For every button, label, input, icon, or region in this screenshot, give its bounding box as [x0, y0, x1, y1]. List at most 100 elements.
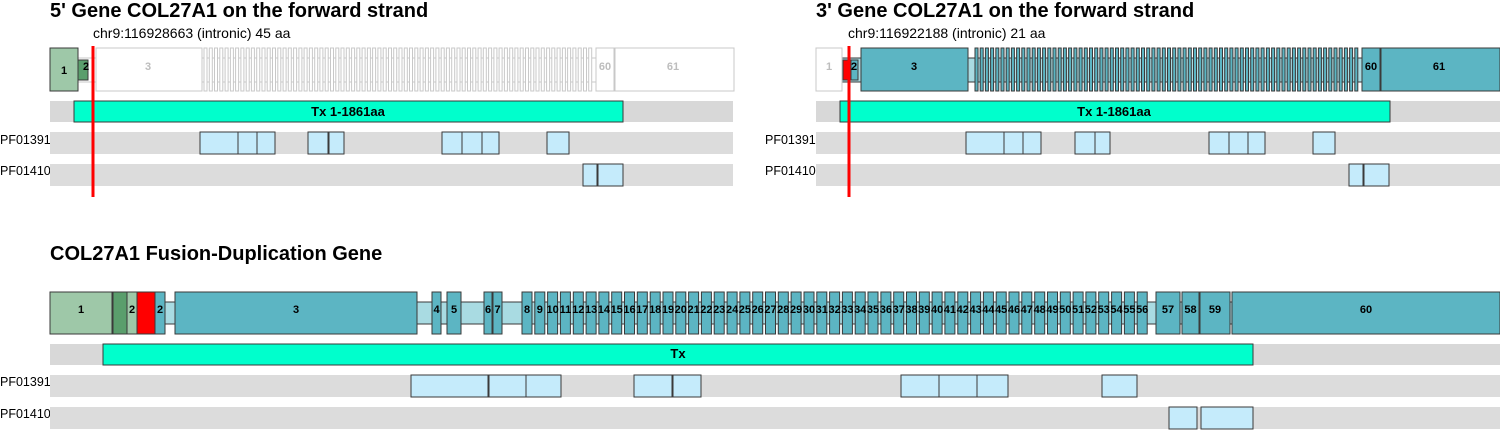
fusion-exon-7-label: 5: [451, 304, 457, 316]
fusion-small-exon-1: [534, 291, 546, 335]
fusion-small-exon-37-label: 45: [995, 304, 1007, 316]
three-prime-small-exon-32: [1141, 47, 1145, 92]
three-prime-domain-track-2: [816, 164, 1500, 186]
three-prime-small-exon-42: [1193, 47, 1197, 92]
fusion-small-exon-44: [1085, 291, 1097, 335]
five-prime-exon-1-label: 1: [61, 65, 67, 77]
three-prime-small-exon-47: [1219, 47, 1223, 92]
three-prime-small-exon-1: [979, 47, 984, 92]
fusion-small-exon-42: [1059, 291, 1071, 335]
fusion-small-exon-28: [880, 291, 892, 335]
five-prime-small-exon-73: [588, 47, 593, 92]
three-prime-small-exon-26: [1109, 47, 1114, 92]
fusion-small-exon-0: [521, 291, 533, 335]
fusion-small-exon-32: [931, 291, 943, 335]
five-prime-exon-60: [595, 47, 615, 92]
five-prime-small-exon-68: [561, 47, 566, 92]
fusion-small-exon-33: [944, 291, 956, 335]
five-prime-transcript-label: Tx 1-1861aa: [311, 104, 385, 119]
fusion-small-exon-43-label: 51: [1072, 304, 1084, 316]
five-prime-small-exon-6: [235, 47, 240, 92]
fusion-small-exon-2-label: 10: [546, 304, 558, 316]
five-prime-small-exon-10: [256, 47, 261, 92]
three-prime-small-exon-50: [1234, 47, 1239, 92]
five-prime-exon-2: [77, 59, 89, 81]
five-prime-small-exon-8: [245, 47, 250, 92]
three-prime-small-exon-72: [1349, 47, 1354, 92]
five-prime-small-exon-60: [519, 47, 524, 92]
three-prime-exon-1-label: 1: [826, 61, 832, 73]
five-prime-small-exon-19: [303, 47, 308, 92]
fusion-small-exon-0-label: 8: [524, 304, 530, 316]
fusion-small-exon-19-label: 27: [764, 304, 776, 316]
fusion-small-exon-48-label: 56: [1136, 304, 1148, 316]
five-prime-small-exon-46: [445, 47, 450, 92]
three-prime-pf01391-0: [965, 131, 1005, 155]
fusion-pf01391-3: [633, 374, 673, 398]
fusion-small-exon-20: [777, 291, 789, 335]
three-prime-small-exon-35: [1156, 47, 1161, 92]
three-prime-small-exon-59: [1281, 47, 1286, 92]
three-prime-exon-3-label: 3: [911, 61, 917, 73]
three-prime-small-exon-27: [1115, 47, 1119, 92]
five-prime-small-exon-70: [572, 47, 577, 92]
five-prime-exon-2-label: 2: [83, 61, 89, 73]
five-prime-small-exon-42: [424, 47, 429, 92]
five-prime-domain-label-1: PF01391: [0, 133, 51, 147]
three-prime-pf01391-3: [1074, 131, 1096, 155]
three-prime-small-exon-48: [1224, 47, 1229, 92]
fusion-small-exon-36-label: 44: [982, 304, 995, 316]
fusion-small-exon-9-label: 17: [636, 304, 648, 316]
fusion-small-exon-38-label: 46: [1008, 304, 1020, 316]
three-prime-exon-60-label: 60: [1365, 61, 1377, 73]
three-prime-exon-2: [850, 59, 859, 81]
fusion-small-exon-3: [559, 291, 571, 335]
five-prime-breakpoint-label: chr9:116928663 (intronic) 45 aa: [93, 25, 291, 41]
five-prime-small-exon-40: [414, 47, 419, 92]
fusion-domain-label-1: PF01391: [0, 375, 51, 389]
three-prime-small-exon-40: [1182, 47, 1187, 92]
five-prime-small-exon-1: [208, 47, 213, 92]
five-prime-small-exon-30: [361, 47, 366, 92]
three-prime-small-exon-34: [1151, 47, 1156, 92]
five-prime-domain-track-1: [50, 132, 733, 154]
five-prime-pf01410-0: [582, 163, 598, 187]
five-prime-title: 5' Gene COL27A1 on the forward strand: [50, 0, 428, 22]
three-prime-small-exon-54: [1255, 47, 1260, 92]
three-prime-exon-2-label: 2: [851, 61, 857, 73]
three-prime-small-exon-61: [1291, 47, 1296, 92]
three-prime-small-exon-44: [1203, 47, 1208, 92]
three-prime-small-exon-58: [1276, 47, 1281, 92]
five-prime-small-exon-33: [377, 47, 382, 92]
five-prime-small-exon-64: [540, 47, 545, 92]
five-prime-small-exon-72: [583, 47, 587, 92]
five-prime-small-exon-61: [525, 47, 529, 92]
fusion-exon-9-label: 7: [494, 304, 500, 316]
three-prime-small-exon-28: [1120, 47, 1125, 92]
three-prime-pf01391-4: [1094, 131, 1111, 155]
three-prime-small-exon-9: [1021, 47, 1026, 92]
three-prime-small-exon-10: [1026, 47, 1031, 92]
fusion-exon-0-label: 1: [78, 304, 84, 316]
five-prime-small-exon-63: [535, 47, 540, 92]
five-prime-small-exon-69: [567, 47, 572, 92]
fusion-exon-4-label: 2: [157, 304, 163, 316]
fusion-pf01410-1: [1200, 406, 1254, 430]
five-prime-small-exon-34: [382, 47, 387, 92]
fusion-small-exon-19: [765, 291, 776, 335]
fusion-exon-8-label: 6: [485, 304, 491, 316]
three-prime-domain-track-1: [816, 132, 1500, 154]
three-prime-small-exon-20: [1078, 47, 1083, 92]
three-prime-small-exon-56: [1265, 47, 1270, 92]
three-prime-small-exon-25: [1104, 47, 1109, 92]
fusion-exon-3: [136, 291, 156, 335]
five-prime-small-exon-14: [277, 47, 282, 92]
fusion-small-exon-35-label: 43: [969, 304, 981, 316]
five-prime-small-exon-11: [261, 47, 266, 92]
five-prime-small-exon-56: [498, 47, 503, 92]
three-prime-small-exon-65: [1312, 47, 1317, 92]
five-prime-small-exon-20: [308, 47, 313, 92]
three-prime-small-exon-62: [1297, 47, 1302, 92]
five-prime-small-exon-39: [409, 47, 413, 92]
fusion-small-exon-36: [982, 291, 994, 335]
